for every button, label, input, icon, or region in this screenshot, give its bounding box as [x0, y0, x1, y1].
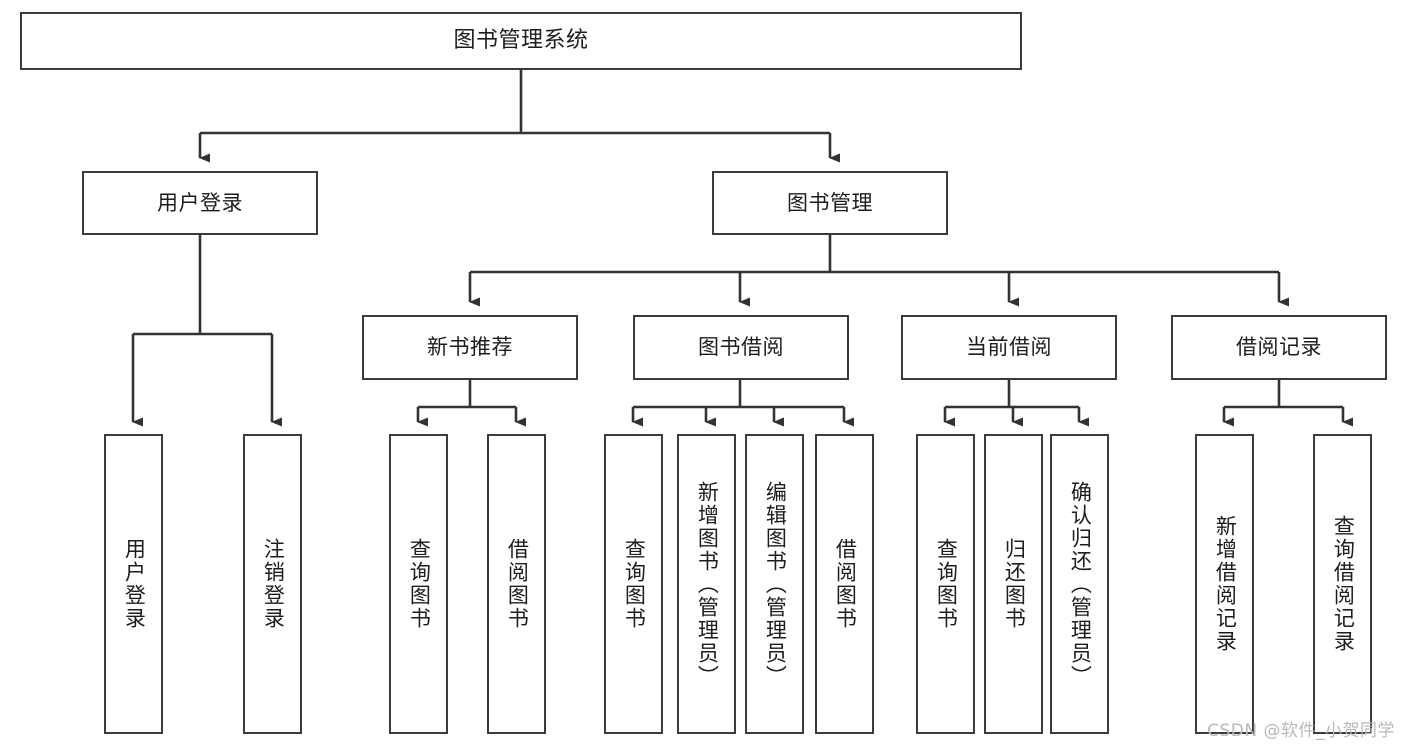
node-label: 新增图书（管理员）	[695, 480, 720, 688]
leaf-confirm-return-admin[interactable]: 确认归还（管理员）	[1050, 434, 1109, 734]
leaf-query-borrow-record[interactable]: 查询借阅记录	[1313, 434, 1372, 734]
leaf-edit-book-admin[interactable]: 编辑图书（管理员）	[745, 434, 804, 734]
node-label: 查询图书	[934, 538, 959, 630]
root-to-level1-connectors	[198, 70, 840, 163]
node-label: 借阅图书	[833, 538, 858, 630]
leaf-borrow-book[interactable]: 借阅图书	[815, 434, 874, 734]
node-label: 编辑图书（管理员）	[763, 480, 788, 688]
leaf-add-borrow-record[interactable]: 新增借阅记录	[1195, 434, 1254, 734]
node-book-management-system[interactable]: 图书管理系统	[20, 12, 1022, 70]
new-book-to-leaves-connectors	[416, 380, 526, 427]
node-label: 用户登录	[157, 190, 243, 215]
current-borrow-to-leaves-connectors	[943, 380, 1089, 427]
node-book-borrow[interactable]: 图书借阅	[633, 315, 849, 380]
leaf-add-book-admin[interactable]: 新增图书（管理员）	[677, 434, 736, 734]
borrow-record-to-leaves-connectors	[1222, 380, 1353, 427]
node-borrow-record[interactable]: 借阅记录	[1171, 315, 1387, 380]
leaf-query-book-recommend[interactable]: 查询图书	[389, 434, 448, 734]
node-label: 图书管理系统	[453, 28, 589, 54]
leaf-user-login[interactable]: 用户登录	[104, 434, 163, 734]
book-borrow-to-leaves-connectors	[631, 380, 854, 427]
node-label: 新书推荐	[427, 335, 513, 360]
node-label: 借阅图书	[505, 538, 530, 630]
node-label: 图书管理	[787, 190, 873, 215]
node-label: 当前借阅	[966, 335, 1052, 360]
node-label: 图书借阅	[698, 335, 784, 360]
node-label: 查询图书	[622, 538, 647, 630]
node-book-management[interactable]: 图书管理	[712, 171, 948, 235]
node-label: 借阅记录	[1236, 335, 1322, 360]
leaf-return-book[interactable]: 归还图书	[984, 434, 1043, 734]
book-manage-to-level2-connectors	[468, 235, 1289, 307]
leaf-query-book-borrow[interactable]: 查询图书	[604, 434, 663, 734]
node-label: 查询借阅记录	[1331, 515, 1356, 653]
node-user-login[interactable]: 用户登录	[82, 171, 318, 235]
node-label: 查询图书	[407, 538, 432, 630]
node-label: 归还图书	[1002, 538, 1027, 630]
node-label: 新增借阅记录	[1213, 515, 1238, 653]
node-label: 用户登录	[122, 538, 147, 630]
leaf-query-book-current[interactable]: 查询图书	[916, 434, 975, 734]
user-login-to-leaves-connectors	[131, 235, 282, 427]
node-label: 确认归还（管理员）	[1068, 480, 1093, 688]
node-new-book-recommend[interactable]: 新书推荐	[362, 315, 578, 380]
leaf-logout[interactable]: 注销登录	[243, 434, 302, 734]
node-label: 注销登录	[261, 538, 286, 630]
node-current-borrow[interactable]: 当前借阅	[901, 315, 1117, 380]
leaf-borrow-book-recommend[interactable]: 借阅图书	[487, 434, 546, 734]
